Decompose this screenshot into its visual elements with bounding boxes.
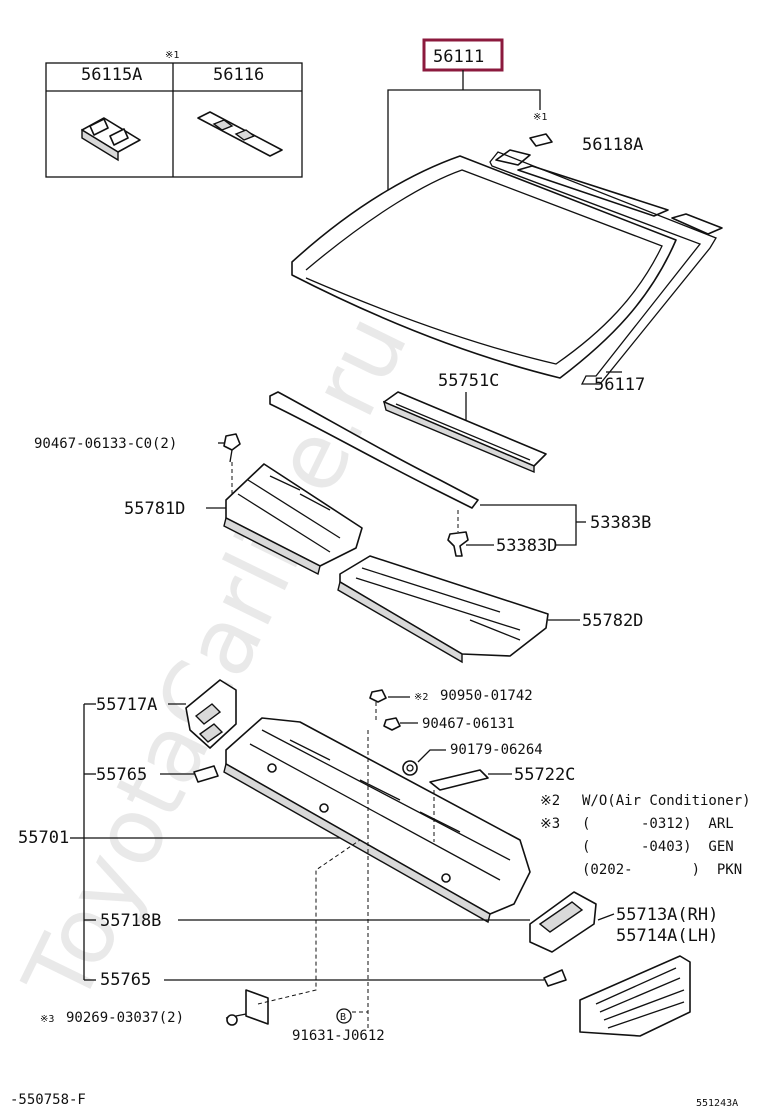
- note-2-mark: ※3: [540, 816, 560, 832]
- cowl-bracket-tree: [70, 703, 96, 981]
- louver-55781d-group: 55781D: [124, 463, 363, 576]
- bracket-55718b-drawing: [529, 891, 597, 953]
- part-label-56117: 56117: [594, 375, 645, 395]
- clip-90467-06133-group: 90467-06133-C0(2): [34, 433, 241, 500]
- part-label-91631-j0612: 91631-J0612: [292, 1028, 385, 1044]
- inset-note-mark: ※1: [165, 50, 179, 61]
- note-4-text: (0202- ) PKN: [582, 862, 742, 878]
- windshield-glass-drawing: [291, 155, 677, 379]
- part-label-56118a: 56118A: [582, 135, 643, 155]
- clip-90467-06131-group: 90467-06131: [367, 716, 515, 1030]
- part-label-55782d: 55782D: [582, 611, 643, 631]
- windshield-note-mark: ※1: [533, 112, 547, 123]
- grommet-90950-group: ※2 90950-01742: [369, 688, 533, 720]
- bracket-55717a-drawing: [185, 679, 237, 749]
- rivet-91631-group: B 91631-J0612: [292, 1008, 385, 1044]
- watermark: ToyotaCarline.ru: [3, 299, 428, 1021]
- panel-55751c-group: 55751C: [382, 371, 547, 474]
- part-label-90179-06264: 90179-06264: [450, 742, 543, 758]
- nut-90179-group: 90179-06264: [402, 742, 543, 776]
- windshield-group: 56111 ※1: [291, 38, 677, 379]
- part-label-53383b: 53383B: [590, 513, 651, 533]
- part-label-56115a: 56115A: [81, 65, 142, 85]
- screw-90269-group: ※3 90269-03037(2): [40, 839, 361, 1026]
- part-label-55765-lower: 55765: [100, 970, 151, 990]
- retainer-53383-group: 53383B 53383D: [447, 504, 651, 557]
- part-label-55751c: 55751C: [438, 371, 499, 391]
- part-label-55701: 55701: [18, 828, 69, 848]
- note-1-mark: ※2: [540, 793, 560, 809]
- part-label-55713a-rh: 55713A(RH): [616, 905, 718, 925]
- grommet-note-mark: ※2: [414, 692, 428, 703]
- moulding-56116-drawing: [197, 111, 283, 157]
- part-label-55714a-lh: 55714A(LH): [616, 926, 718, 946]
- side-panel-group: 55713A(RH) 55714A(LH): [579, 905, 718, 1037]
- louver-55782d-group: 55782D: [337, 555, 643, 664]
- part-label-53383d: 53383D: [496, 536, 557, 556]
- part-label-90269-03037: 90269-03037(2): [66, 1010, 184, 1026]
- note-1-text: W/O(Air Conditioner): [582, 793, 751, 809]
- part-label-55781d: 55781D: [124, 499, 185, 519]
- note-3-text: ( -0403) GEN: [582, 839, 734, 855]
- footer-left-code: -550758-F: [10, 1092, 86, 1108]
- pad-55765-upper-drawing: [193, 765, 219, 783]
- cowl-seal-strip-drawing: [269, 391, 479, 509]
- pad-55765-lower-drawing: [543, 969, 567, 987]
- part-label-56111: 56111: [433, 47, 484, 67]
- part-label-55717a: 55717A: [96, 695, 157, 715]
- part-label-55718b: 55718B: [100, 911, 161, 931]
- part-label-90467-06131: 90467-06131: [422, 716, 515, 732]
- part-label-55765-upper: 55765: [96, 765, 147, 785]
- windshield-clip-drawing: [529, 133, 553, 147]
- side-panel-drawing: [579, 955, 691, 1037]
- seal-56117-group: 56117: [489, 151, 717, 395]
- rivet-mark: B: [340, 1012, 346, 1023]
- clip-56115a-drawing: [81, 117, 141, 162]
- brace-55722c-group: 55722C: [429, 765, 575, 842]
- part-label-55722c: 55722C: [514, 765, 575, 785]
- cowl-panel-55701-drawing: [223, 717, 531, 924]
- screw-note-mark: ※3: [40, 1014, 54, 1025]
- part-label-90467-06133-c0: 90467-06133-C0(2): [34, 436, 177, 452]
- note-2-text: ( -0312) ARL: [582, 816, 734, 832]
- notes-block: ※2 W/O(Air Conditioner) ※3 ( -0312) ARL …: [540, 793, 751, 878]
- footer-right-code: 551243A: [696, 1098, 738, 1109]
- part-label-90950-01742: 90950-01742: [440, 688, 533, 704]
- inset-box: ※1 56115A 56116: [45, 50, 303, 178]
- part-label-56116: 56116: [213, 65, 264, 85]
